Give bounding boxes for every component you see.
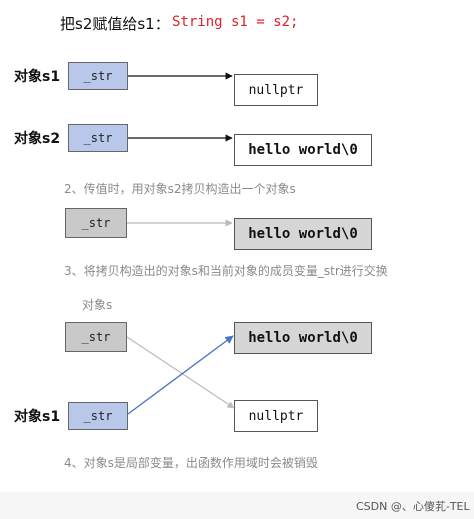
step4-caption: 4、对象s是局部变量，出函数作用域时会被销毁 bbox=[64, 456, 318, 470]
object-s1-label-2: 对象s1 bbox=[14, 409, 61, 425]
s2-hello-world-box: hello world\0 bbox=[234, 134, 372, 166]
arrow-s1-to-hello bbox=[127, 335, 234, 415]
arrow-s-to-nullptr bbox=[126, 336, 235, 409]
s2-str-pointer: _str bbox=[68, 124, 128, 152]
nullptr-box-2: nullptr bbox=[234, 400, 318, 432]
s1-str-pointer: _str bbox=[68, 62, 128, 90]
s-str-pointer-copy: _str bbox=[65, 208, 127, 238]
object-s1-label: 对象s1 bbox=[14, 69, 61, 85]
swapped-hello-world-box: hello world\0 bbox=[234, 322, 372, 354]
step2-caption: 2、传值时，用对象s2拷贝构造出一个对象s bbox=[64, 182, 296, 196]
s-hello-world-box: hello world\0 bbox=[234, 218, 372, 250]
footer-bar bbox=[0, 492, 474, 519]
csdn-watermark: CSDN @、心傻芤-TEL bbox=[356, 500, 470, 513]
nullptr-box-1: nullptr bbox=[234, 74, 318, 106]
step3-caption: 3、将拷贝构造出的对象s和当前对象的成员变量_str进行交换 bbox=[64, 264, 388, 278]
object-s-label: 对象s bbox=[82, 298, 113, 312]
object-s2-label: 对象s2 bbox=[14, 131, 61, 147]
s-str-pointer-swapped: _str bbox=[65, 322, 127, 352]
s1-str-pointer-swapped: _str bbox=[68, 402, 128, 430]
header-title: 把s2赋值给s1： bbox=[60, 15, 170, 33]
header-code: String s1 = s2; bbox=[172, 14, 299, 30]
